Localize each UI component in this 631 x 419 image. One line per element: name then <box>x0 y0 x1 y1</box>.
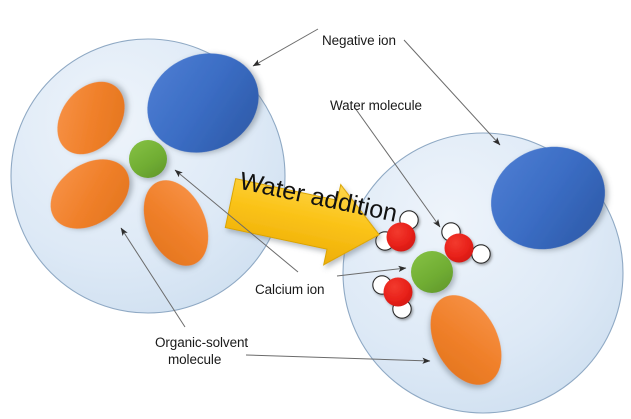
right-droplet-group <box>342 132 624 414</box>
leader-organic-solvent-left <box>120 227 186 328</box>
negative-ion-right <box>491 146 605 250</box>
leader-negative-ion-right <box>403 39 501 146</box>
negative-ion-left <box>147 53 259 153</box>
leader-lines <box>120 28 501 364</box>
leader-negative-ion-left <box>252 28 319 67</box>
water-molecule-3 <box>372 275 413 319</box>
organic-solvent-left-lower <box>50 159 130 229</box>
label-calcium-ion: Calcium ion <box>255 282 325 297</box>
water-addition-arrow <box>224 178 380 266</box>
arrow-shape <box>224 178 380 266</box>
calcium-ion-right <box>411 251 453 293</box>
calcium-ion-left <box>129 140 167 178</box>
leader-calcium-ion-right <box>336 265 407 277</box>
water-molecule-2 <box>441 222 491 264</box>
leader-organic-solvent-right <box>245 354 431 364</box>
hydrogen-atom <box>471 244 491 264</box>
oxygen-atom <box>444 233 474 263</box>
organic-solvent-left-center <box>143 180 209 266</box>
leader-water-molecule <box>354 107 441 228</box>
water-molecule-1 <box>375 210 419 252</box>
oxygen-atom <box>383 277 413 307</box>
label-negative-ion: Negative ion <box>322 33 396 48</box>
leader-calcium-ion-left <box>174 169 299 273</box>
organic-solvent-left-upper <box>57 81 125 155</box>
label-water-molecule: Water molecule <box>330 98 422 113</box>
label-organic-solvent-line2: molecule <box>168 352 222 367</box>
organic-solvent-right <box>430 295 502 385</box>
label-organic-solvent-line1: Organic-solvent <box>155 335 249 350</box>
left-droplet-group <box>10 38 286 314</box>
oxygen-atom <box>386 222 416 252</box>
